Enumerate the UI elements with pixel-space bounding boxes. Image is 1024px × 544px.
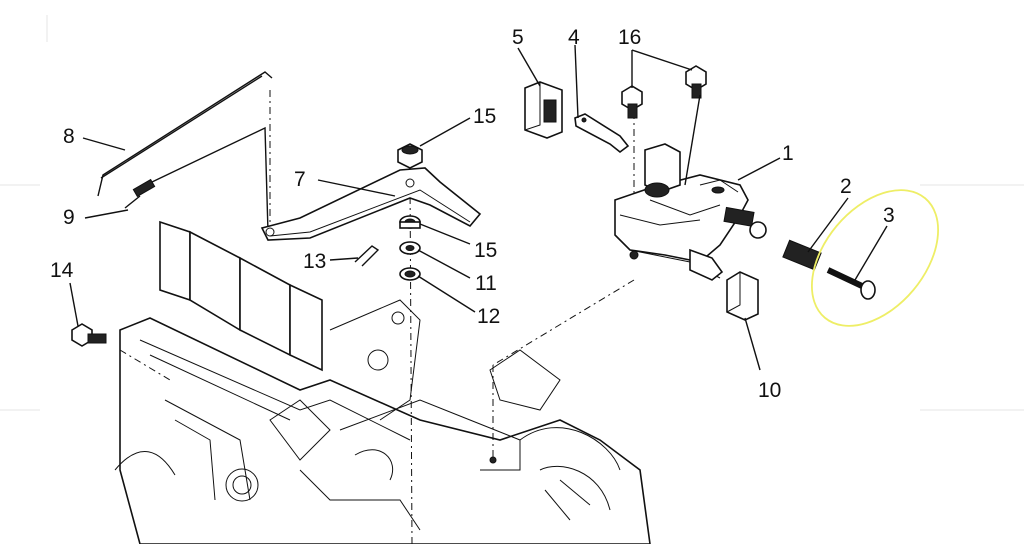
part-14-bolt — [71, 323, 107, 347]
part-labels: 1 2 3 4 5 7 8 9 10 11 12 13 14 15 15 16 — [50, 26, 895, 402]
page-rules — [0, 15, 1024, 411]
part-13-clip — [354, 245, 380, 267]
part-4-bracket — [574, 113, 630, 154]
part-11-washer — [399, 241, 421, 255]
label-15-top: 15 — [473, 105, 496, 128]
part-7-lever — [260, 167, 482, 241]
part-3-screw — [826, 267, 876, 300]
part-15-nut-lower — [399, 215, 421, 229]
label-12: 12 — [477, 305, 500, 328]
label-2: 2 — [840, 175, 852, 198]
part-15-nut-top — [397, 143, 423, 169]
label-9: 9 — [63, 206, 75, 229]
machine-body — [114, 220, 651, 544]
label-8: 8 — [63, 125, 75, 148]
part-5-block — [524, 81, 563, 139]
label-16: 16 — [618, 26, 641, 49]
part-2-spring — [782, 239, 822, 271]
label-1: 1 — [782, 142, 794, 165]
part-10-cap — [726, 271, 759, 321]
label-5: 5 — [512, 26, 524, 49]
label-10: 10 — [758, 379, 781, 402]
assembly-lines — [119, 90, 635, 544]
part-8-rod — [97, 71, 273, 197]
label-14: 14 — [50, 259, 74, 282]
leader-lines — [69, 44, 888, 371]
label-11: 11 — [475, 272, 497, 295]
part-12-washer — [399, 267, 421, 281]
part-16-bolts — [621, 65, 707, 119]
label-3: 3 — [883, 204, 895, 227]
part-9-spring — [124, 126, 269, 233]
label-7: 7 — [294, 168, 306, 191]
highlight-ellipse — [811, 189, 939, 327]
part-1-assembly — [614, 143, 767, 281]
label-4: 4 — [568, 26, 580, 49]
label-13: 13 — [303, 250, 326, 273]
label-15-lower: 15 — [474, 239, 497, 262]
